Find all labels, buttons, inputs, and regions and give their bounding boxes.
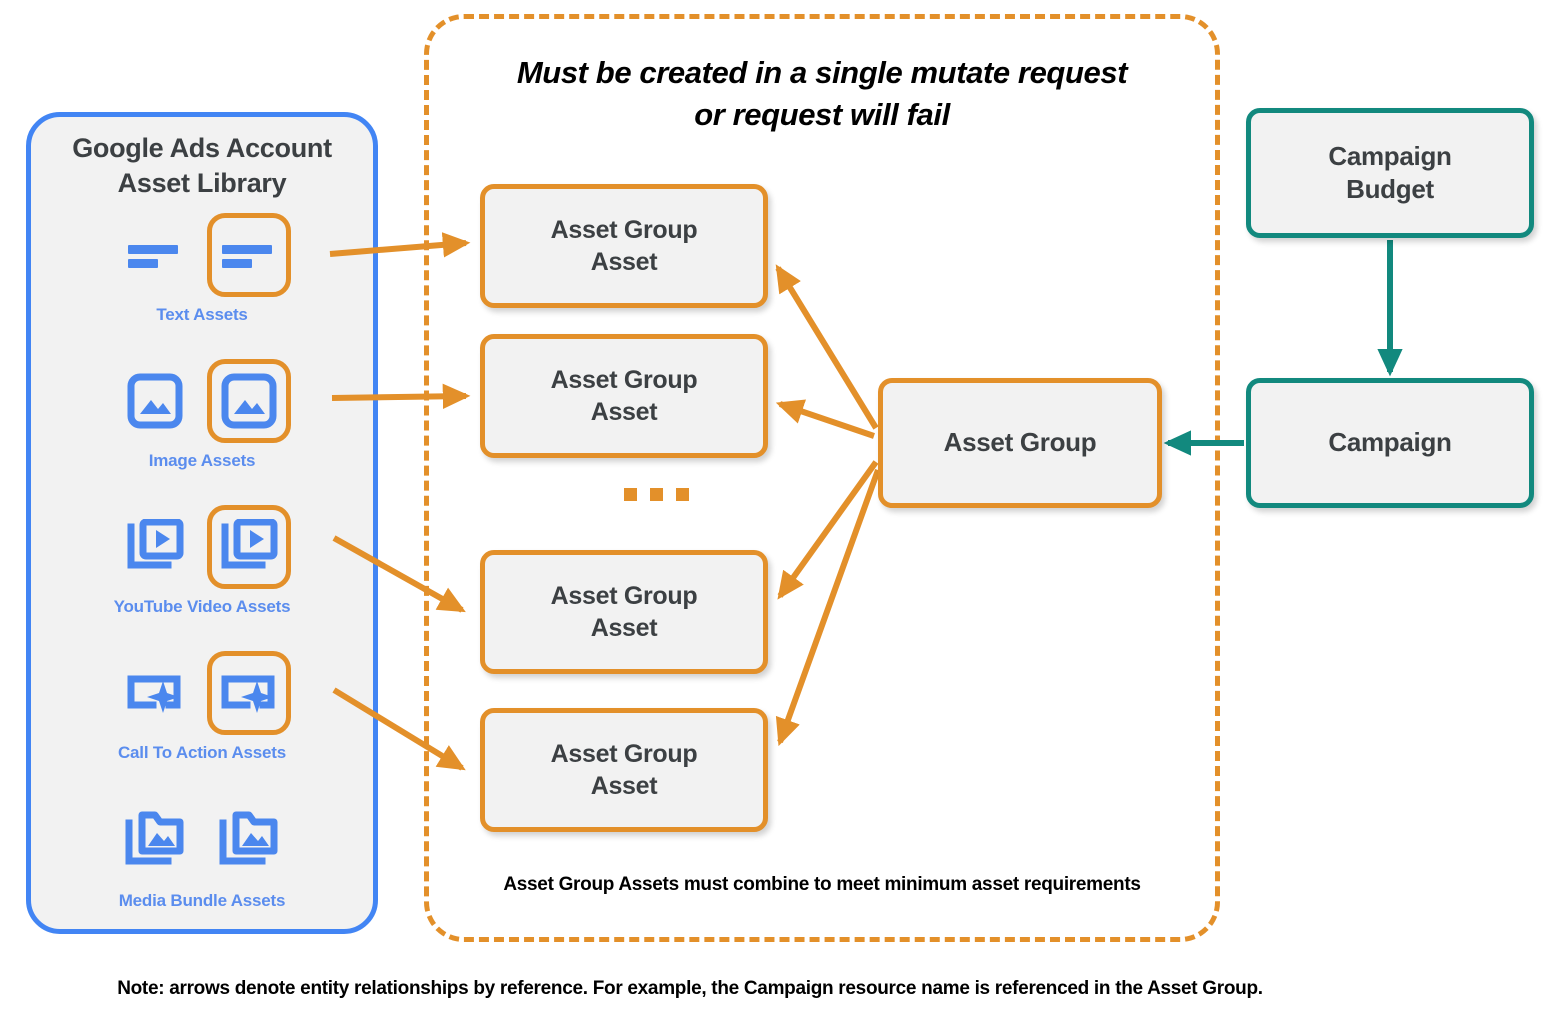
asset-row-image[interactable]: Image Assets [31, 353, 373, 471]
node-asset-group-asset-2[interactable]: Asset Group Asset [480, 334, 768, 458]
node-asset-group-asset-3[interactable]: Asset Group Asset [480, 550, 768, 674]
diagram-footnote: Note: arrows denote entity relationships… [117, 978, 1263, 999]
call-to-action-asset-icon-pair [31, 645, 373, 741]
node-campaign-label: Campaign [1328, 427, 1452, 458]
asset-library-panel: Google Ads Account Asset Library [26, 112, 378, 934]
video-asset-icon [113, 505, 197, 589]
asset-row-label-media-bundle: Media Bundle Assets [118, 891, 286, 910]
asset-row-label-cta: Call To Action Assets [117, 743, 287, 762]
image-asset-icon [113, 359, 197, 443]
asset-row-label-text: Text Assets [156, 305, 248, 324]
node-asset-group-asset-1[interactable]: Asset Group Asset [480, 184, 768, 308]
asset-row-video[interactable]: YouTube Video Assets [31, 499, 373, 617]
mutate-title-line2: or request will fail [694, 96, 950, 132]
media-bundle-asset-icon [113, 799, 197, 883]
image-asset-icon-highlighted[interactable] [207, 359, 291, 443]
ellipsis-indicator [624, 488, 689, 501]
ellipsis-dot-2 [650, 488, 663, 501]
text-asset-icon [113, 213, 197, 297]
asset-row-label-image: Image Assets [148, 451, 256, 470]
node-asset-group-asset-4[interactable]: Asset Group Asset [480, 708, 768, 832]
text-asset-icon-pair [31, 207, 373, 303]
mutate-request-footnote: Asset Group Assets must combine to meet … [503, 874, 1141, 895]
node-campaign-budget-line1: Campaign [1328, 140, 1452, 171]
asset-row-cta[interactable]: Call To Action Assets [31, 645, 373, 763]
asset-row-label-video: YouTube Video Assets [113, 597, 291, 616]
node-aga-4-line1: Asset Group [550, 740, 698, 768]
ellipsis-dot-3 [676, 488, 689, 501]
node-aga-1-line1: Asset Group [550, 216, 698, 244]
media-bundle-asset-icon-2 [207, 799, 291, 883]
asset-row-media-bundle[interactable]: Media Bundle Assets [31, 793, 373, 911]
text-asset-icon-highlighted[interactable] [207, 213, 291, 297]
asset-library-title-line1: Google Ads Account [72, 133, 332, 163]
ellipsis-dot-1 [624, 488, 637, 501]
asset-row-text[interactable]: Text Assets [31, 207, 373, 325]
node-aga-2-line2: Asset [590, 398, 658, 426]
mutate-title-line1: Must be created in a single mutate reque… [516, 55, 1128, 90]
asset-library-title: Google Ads Account Asset Library [31, 131, 373, 200]
node-aga-4-line2: Asset [590, 772, 658, 800]
node-aga-2-line1: Asset Group [550, 366, 698, 394]
video-asset-icon-pair [31, 499, 373, 595]
asset-library-title-line2: Asset Library [117, 167, 287, 198]
call-to-action-asset-icon [113, 651, 197, 735]
node-aga-3-line1: Asset Group [550, 582, 698, 610]
node-aga-3-line2: Asset [590, 614, 658, 642]
node-campaign-budget[interactable]: Campaign Budget [1246, 108, 1534, 238]
node-aga-1-line2: Asset [590, 248, 658, 276]
call-to-action-asset-icon-highlighted[interactable] [207, 651, 291, 735]
image-asset-icon-pair [31, 353, 373, 449]
video-asset-icon-highlighted[interactable] [207, 505, 291, 589]
node-asset-group-label: Asset Group [943, 427, 1097, 458]
node-campaign-budget-line2: Budget [1346, 174, 1434, 204]
mutate-request-title: Must be created in a single mutate reque… [424, 52, 1220, 136]
node-asset-group[interactable]: Asset Group [878, 378, 1162, 508]
media-bundle-asset-icon-pair [31, 793, 373, 889]
node-campaign[interactable]: Campaign [1246, 378, 1534, 508]
